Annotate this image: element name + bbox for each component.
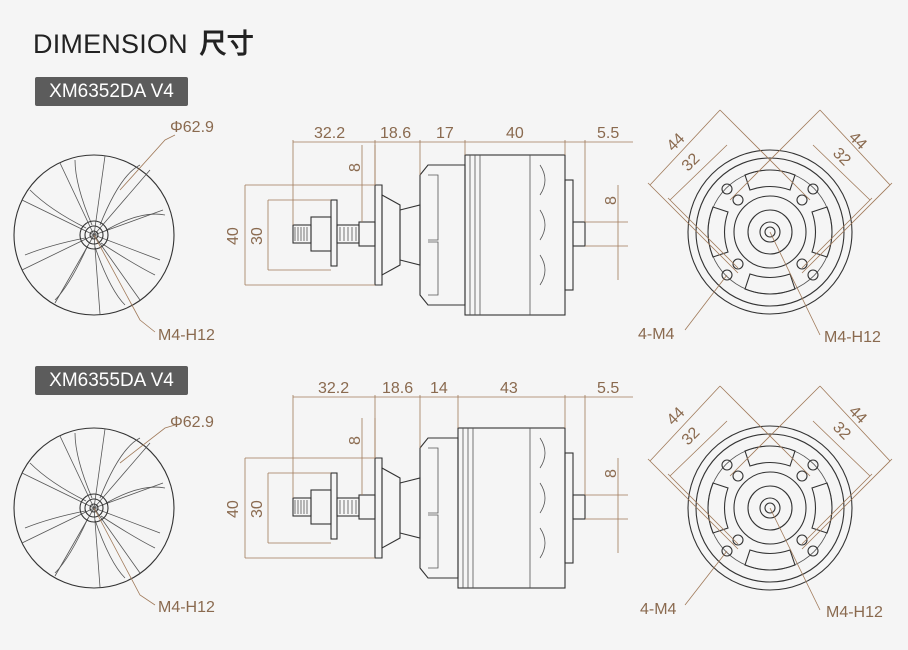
model-badge-1: XM6352DA V4 [35,77,188,106]
prop-adapter-view-1: Φ62.9 M4-H12 [13,119,215,344]
front-dim-1-0: 44 [664,130,689,155]
shaft-dim-2: 8 [603,469,620,478]
side-view-2: 32.2 18.6 14 43 5.5 40 30 8 8 [225,380,633,589]
prop-diameter-label-1: Φ62.9 [170,119,214,136]
side-dim-1-4: 5.5 [597,125,619,142]
center-hole-label-2: M4-H12 [826,604,883,621]
side-dim-1-0: 32.2 [314,125,345,142]
side-dim-1-3: 40 [506,125,524,142]
front-dim-2-0: 44 [664,404,689,429]
model-badge-2: XM6355DA V4 [35,366,188,395]
side-dim-2-2: 14 [430,380,448,397]
mount-holes-label-1: 4-M4 [638,326,675,343]
side-dim-2-1: 18.6 [382,380,413,397]
side-dim-1-1: 18.6 [380,125,411,142]
prop-adapter-view-2: Φ62.9 M4-H12 [13,414,215,616]
center-hole-label-1: M4-H12 [824,329,881,346]
prop-hole-label-1: M4-H12 [158,327,215,344]
model-2-drawings: Φ62.9 M4-H12 32.2 18.6 14 [13,380,893,621]
model-1-drawings: Φ62.9 M4-H12 [13,109,893,346]
side-dim-2-4: 5.5 [597,380,619,397]
side-dim-2-3: 43 [500,380,518,397]
front-dim-2-2: 44 [845,403,870,428]
prop-diameter-label-2: Φ62.9 [170,414,214,431]
side-view-1: 32.2 18.6 17 40 5.5 40 30 8 8 [225,125,633,316]
front-view-2: 44 32 44 32 4-M4 M4-H12 [640,385,893,621]
height-dim-1-0: 40 [225,227,242,245]
front-dim-2-1: 32 [679,424,704,449]
side-dim-1-2: 17 [436,125,454,142]
page-title: DIMENSION 尺寸 [33,29,254,60]
front-dim-1-2: 44 [845,129,870,154]
height-dim-2-2: 8 [347,436,364,445]
side-dim-2-0: 32.2 [318,380,349,397]
front-view-1: 44 32 44 32 4-M4 M4-H12 [638,109,893,346]
front-dim-1-3: 32 [829,145,854,170]
shaft-dim-1: 8 [603,196,620,205]
mount-holes-label-2: 4-M4 [640,601,677,618]
height-dim-2-1: 30 [249,500,266,518]
height-dim-1-2: 8 [347,163,364,172]
height-dim-2-0: 40 [225,500,242,518]
prop-hole-label-2: M4-H12 [158,599,215,616]
height-dim-1-1: 30 [249,227,266,245]
